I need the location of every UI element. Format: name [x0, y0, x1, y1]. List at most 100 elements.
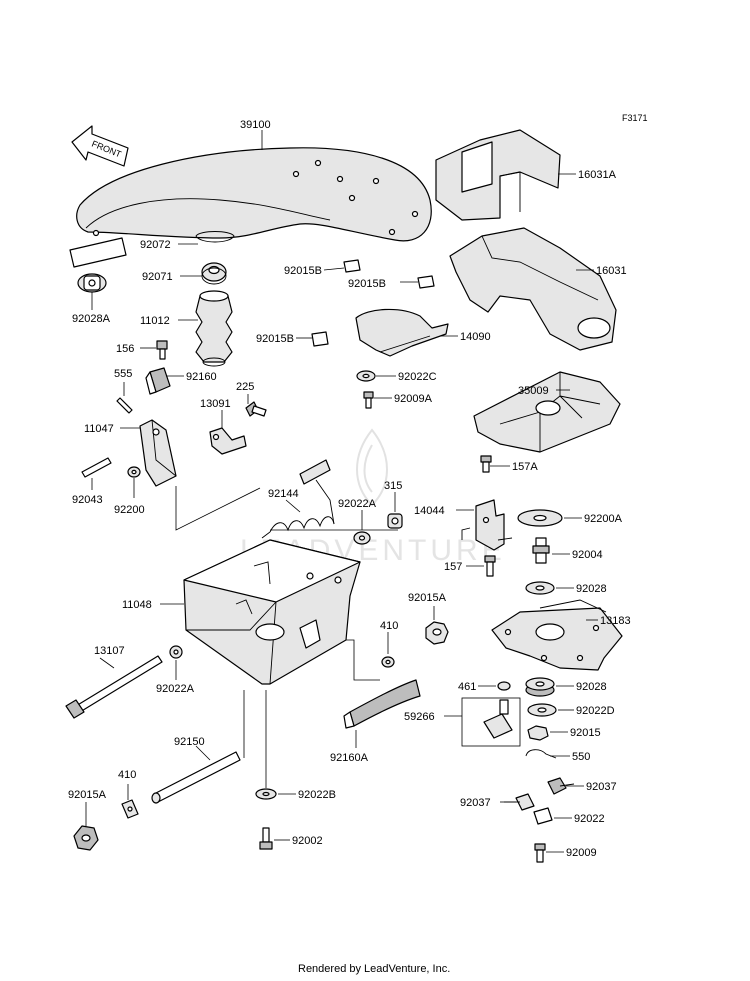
callout-92002: 92002: [292, 835, 323, 847]
pin-555: [116, 397, 133, 414]
boot-11012: [195, 290, 233, 367]
callout-92022: 92022: [574, 813, 605, 825]
callout-92022B: 92022B: [298, 789, 336, 801]
plate-13183: [491, 599, 623, 671]
cover-39100: [76, 147, 432, 242]
callout-92200: 92200: [114, 504, 145, 516]
callout-157A: 157A: [512, 461, 538, 473]
callout-92022A-2: 92022A: [156, 683, 195, 695]
screw-92009A: [363, 391, 374, 409]
callout-92022C: 92022C: [398, 371, 437, 383]
plate-14090: [355, 308, 449, 357]
callout-35009: 35009: [518, 385, 549, 397]
clip-92015B-1: [343, 259, 361, 273]
callout-14044: 14044: [414, 505, 445, 517]
callout-92043: 92043: [72, 494, 103, 506]
bracket-11048: [183, 539, 361, 685]
callout-59266: 59266: [404, 711, 435, 723]
collar-92028-2: [525, 677, 555, 697]
spring-92144: [261, 459, 335, 539]
bolt-13107: [65, 655, 163, 719]
callout-92144: 92144: [268, 488, 299, 500]
bolt-157A: [480, 455, 492, 473]
bolt-225: [245, 401, 267, 417]
kit-box-59266: [461, 697, 521, 747]
callout-92004: 92004: [572, 549, 603, 561]
nut-92015: [527, 725, 549, 741]
callout-11012: 11012: [140, 315, 170, 327]
callout-315: 315: [384, 480, 402, 492]
callout-13091: 13091: [200, 398, 231, 410]
callout-16031: 16031: [596, 265, 627, 277]
callout-14090: 14090: [460, 331, 491, 343]
stopper-92160: [145, 367, 171, 395]
callout-92028A: 92028A: [72, 313, 111, 325]
callout-92037-1: 92037: [586, 781, 617, 793]
callout-11048: 11048: [122, 599, 152, 611]
callout-11047: 11047: [84, 423, 114, 435]
figure-code: F3171: [622, 113, 648, 123]
bracket-16031A: [435, 129, 561, 221]
nut-92015A-1: [425, 621, 449, 645]
callout-92022A-1: 92022A: [338, 498, 377, 510]
bracket-35009: [473, 371, 621, 453]
clamp-92037-1: [547, 777, 575, 795]
callout-92028-2: 92028: [576, 681, 607, 693]
clip-92015B-3: [311, 331, 329, 347]
callout-225: 225: [236, 381, 254, 393]
grommet-92071: [201, 262, 227, 285]
stopper-92160A: [343, 679, 421, 729]
bolt-157: [484, 555, 496, 577]
clip-550: [525, 749, 557, 759]
callout-92160A: 92160A: [330, 752, 369, 764]
callout-92015A-1: 92015A: [408, 592, 447, 604]
callout-92015A-2: 92015A: [68, 789, 107, 801]
bolt-156: [156, 340, 168, 360]
pad: [69, 237, 127, 268]
callout-13183: 13183: [600, 615, 631, 627]
callout-92200A: 92200A: [584, 513, 623, 525]
callout-550: 550: [572, 751, 590, 763]
callout-39100: 39100: [240, 119, 271, 131]
footer-credit: Rendered by LeadVenture, Inc.: [298, 963, 450, 975]
callout-92071: 92071: [142, 271, 173, 283]
bracket-14044: [461, 499, 513, 551]
callout-92072: 92072: [140, 239, 171, 251]
callout-13107: 13107: [94, 645, 125, 657]
callout-461: 461: [458, 681, 476, 693]
callout-92009: 92009: [566, 847, 597, 859]
callout-92015B-3: 92015B: [256, 333, 294, 345]
bolt-92002: [259, 827, 273, 850]
bracket-11047: [139, 419, 177, 487]
callout-92015B-1: 92015B: [284, 265, 322, 277]
callout-92037-2: 92037: [460, 797, 491, 809]
callout-16031A: 16031A: [578, 169, 617, 181]
front-arrow-icon: FRONT: [71, 125, 129, 167]
bracket-13091: [209, 427, 247, 455]
nut-92015A-2: [73, 825, 99, 851]
washer-92028A: [77, 273, 107, 293]
clip-92072: [195, 231, 235, 243]
pin-92043: [81, 457, 112, 478]
rod-92150: [151, 751, 241, 804]
clip-92015B-2: [417, 275, 435, 289]
callout-92150: 92150: [174, 736, 205, 748]
bolt-92009: [534, 843, 546, 863]
callout-92022D: 92022D: [576, 705, 615, 717]
callout-410-2: 410: [118, 769, 136, 781]
callout-92028-1: 92028: [576, 583, 607, 595]
stud-92004: [532, 537, 550, 564]
callout-92160: 92160: [186, 371, 217, 383]
callout-555: 555: [114, 368, 132, 380]
cover-16031: [449, 227, 617, 351]
callout-157: 157: [444, 561, 462, 573]
clamp-92022: [533, 807, 553, 825]
nut-461: [497, 681, 511, 691]
callout-92015B-2: 92015B: [348, 278, 386, 290]
callout-92009A: 92009A: [394, 393, 433, 405]
connect-line-1: [175, 486, 261, 531]
fitting-59266: [483, 699, 513, 739]
callout-92015: 92015: [570, 727, 601, 739]
callout-156: 156: [116, 343, 134, 355]
